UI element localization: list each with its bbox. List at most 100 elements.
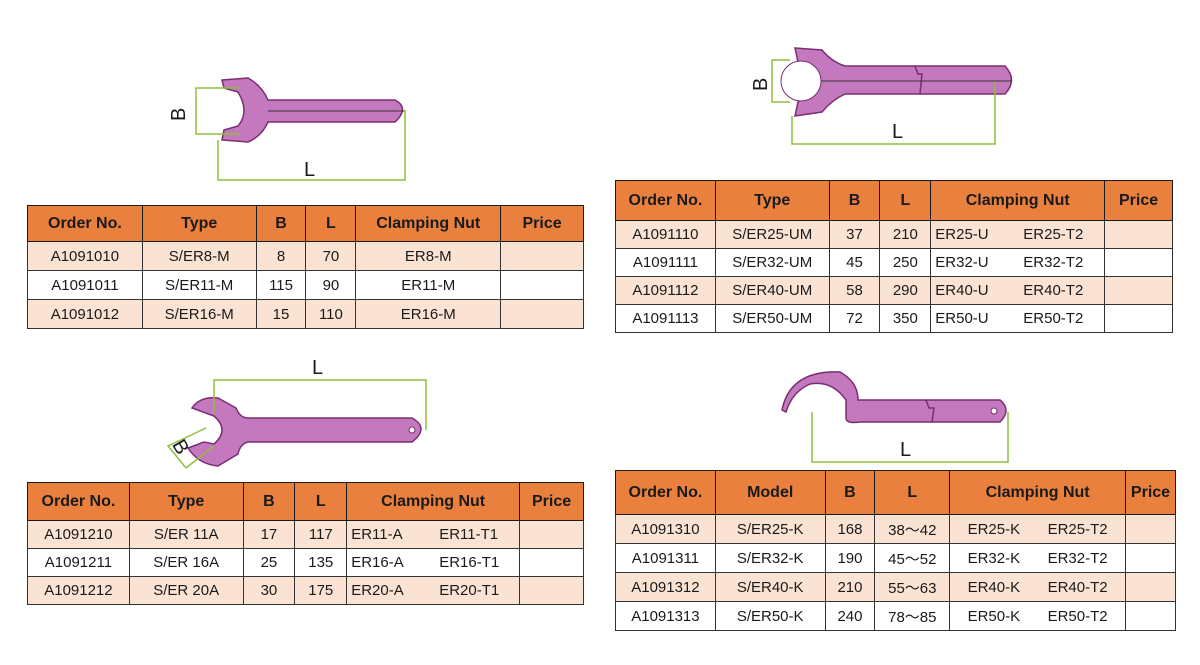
wrench-a-diagram: B L	[166, 357, 427, 470]
header-clamping-nut: Clamping Nut	[346, 482, 521, 521]
nut-primary: ER25-U	[935, 226, 989, 243]
cell-l: 90	[305, 270, 357, 300]
header-b: B	[828, 180, 881, 221]
cell-clamping-nut: ER32-U ER32-T2	[930, 248, 1106, 277]
header-type: Type	[141, 205, 257, 242]
table-header-row: Order No. Type B L Clamping Nut Price	[27, 205, 584, 242]
cell-l: 70	[305, 241, 357, 271]
cell-b: 210	[824, 572, 876, 602]
nut-primary: ER16-A	[351, 554, 404, 571]
nut-primary: ER25-K	[967, 520, 1021, 538]
table-k-type: Order No. Model B L Clamping Nut Price A…	[615, 470, 1177, 631]
nut-secondary: ER20-T1	[439, 582, 500, 599]
cell-model: S/ER40-K	[714, 572, 826, 602]
nut-secondary: ER32-T2	[1023, 254, 1084, 271]
cell-b: 30	[242, 576, 296, 605]
header-price: Price	[519, 482, 584, 521]
cell-b: 240	[824, 601, 876, 631]
cell-b: 45	[828, 248, 881, 277]
header-clamping-nut: Clamping Nut	[949, 470, 1126, 515]
cell-type: S/ER 16A	[128, 548, 244, 577]
nut-primary: ER32-U	[935, 254, 989, 271]
label-l: L	[312, 357, 323, 379]
dimension-b-um: B	[750, 59, 790, 103]
header-price: Price	[1104, 180, 1173, 221]
cell-l: 350	[879, 304, 932, 333]
header-b: B	[242, 482, 296, 521]
nut-secondary: ER25-T2	[1047, 520, 1108, 538]
cell-clamping-nut: ER11-M	[355, 270, 502, 300]
header-b: B	[824, 470, 876, 515]
nut-primary: ER40-K	[967, 578, 1021, 596]
wrench-m-shape	[221, 77, 405, 143]
cell-l: 290	[879, 276, 932, 305]
cell-l: 45～52	[874, 543, 951, 573]
cell-order-no: A1091313	[615, 601, 716, 631]
table-a-type: Order No. Type B L Clamping Nut Price A1…	[27, 482, 584, 605]
cell-b: 72	[828, 304, 881, 333]
nut-primary: ER11-A	[351, 526, 403, 543]
table-header-row: Order No. Type B L Clamping Nut Price	[27, 482, 584, 521]
table-header-row: Order No. Model B L Clamping Nut Price	[615, 470, 1177, 515]
table-um-type: Order No. Type B L Clamping Nut Price A1…	[615, 180, 1173, 333]
cell-order-no: A1091111	[615, 248, 716, 277]
table-row: A1091010 S/ER8-M 8 70 ER8-M	[27, 241, 584, 271]
wrench-k-shape	[781, 371, 1007, 424]
label-b: B	[168, 108, 190, 121]
cell-type: S/ER 20A	[128, 576, 244, 605]
header-l: L	[879, 180, 932, 221]
header-order-no: Order No.	[615, 470, 716, 515]
cell-b: 168	[824, 514, 876, 544]
cell-order-no: A1091110	[615, 220, 716, 249]
cell-price	[1104, 220, 1173, 249]
table-m-type: Order No. Type B L Clamping Nut Price A1…	[27, 205, 584, 329]
cell-l: 110	[305, 299, 357, 329]
header-l: L	[294, 482, 348, 521]
cell-model: S/ER50-K	[714, 601, 826, 631]
cell-price	[1124, 514, 1177, 544]
cell-type: S/ER11-M	[141, 270, 257, 300]
nut-secondary: ER50-T2	[1047, 607, 1108, 625]
dimension-l-a: L	[213, 357, 427, 430]
cell-type: S/ER50-UM	[714, 304, 830, 333]
header-clamping-nut: Clamping Nut	[930, 180, 1106, 221]
cell-order-no: A1091012	[27, 299, 143, 329]
header-price: Price	[1124, 470, 1177, 515]
cell-b: 15	[255, 299, 307, 329]
cell-b: 58	[828, 276, 881, 305]
cell-type: S/ER32-UM	[714, 248, 830, 277]
nut-primary: ER50-U	[935, 310, 989, 327]
cell-price	[1124, 543, 1177, 573]
header-l: L	[305, 205, 357, 242]
cell-price	[519, 548, 584, 577]
cell-clamping-nut: ER40-K ER40-T2	[949, 572, 1126, 602]
wrench-a-shape	[186, 396, 422, 467]
cell-type: S/ER16-M	[141, 299, 257, 329]
cell-order-no: A1091310	[615, 514, 716, 544]
cell-price	[1104, 248, 1173, 277]
cell-price	[1124, 572, 1177, 602]
cell-b: 37	[828, 220, 881, 249]
header-b: B	[255, 205, 307, 242]
wrench-k-diagram: L	[781, 371, 1009, 463]
cell-model: S/ER25-K	[714, 514, 826, 544]
nut-secondary: ER40-T2	[1047, 578, 1108, 596]
wrench-um-shape	[780, 47, 1013, 117]
table-row: A1091012 S/ER16-M 15 110 ER16-M	[27, 299, 584, 329]
cell-b: 25	[242, 548, 296, 577]
nut-secondary: ER32-T2	[1047, 549, 1108, 567]
